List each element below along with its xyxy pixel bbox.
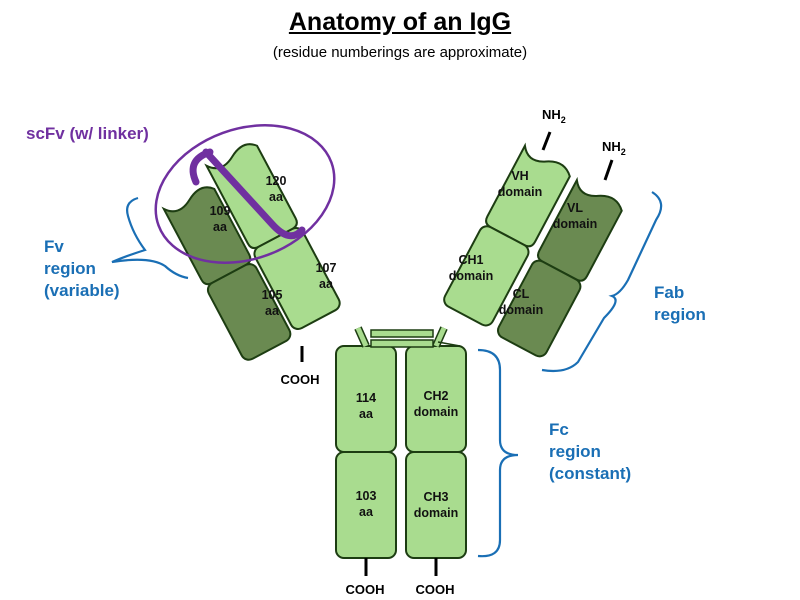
fc-label-1: Fc <box>549 420 569 439</box>
right-vl-label-1: VL <box>567 201 583 215</box>
right-ch1-label-1: CH1 <box>458 253 483 267</box>
right-cl-domain <box>496 259 582 358</box>
right-vl-nh2-label: NH2 <box>602 139 626 157</box>
right-vh-label-2: domain <box>498 185 542 199</box>
fc-right-ch3-label-1: CH3 <box>423 490 448 504</box>
right-vh-nh2-label: NH2 <box>542 107 566 125</box>
left-vl-domain <box>161 186 252 286</box>
right-cl-label-1: CL <box>513 287 530 301</box>
fc-left-ch3-label-1: 103 <box>356 489 377 503</box>
fc-left-cooh-label: COOH <box>346 582 385 597</box>
scfv-ellipse <box>154 124 336 264</box>
fc-right-ch3-label-2: domain <box>414 506 458 520</box>
fv-label-3: (variable) <box>44 281 120 300</box>
fab-brace <box>541 191 663 373</box>
right-vh-label-1: VH <box>511 169 528 183</box>
right-vl-label-2: domain <box>553 217 597 231</box>
left-ch1-label-2: aa <box>319 277 334 291</box>
fc-label-2: region <box>549 442 601 461</box>
left-cl-label-1: 105 <box>262 288 283 302</box>
left-light-chain <box>161 186 292 361</box>
fab-label-1: Fab <box>654 283 684 302</box>
fv-label-2: region <box>44 259 96 278</box>
left-vh-label-1: 120 <box>266 174 287 188</box>
diagram-subtitle: (residue numberings are approximate) <box>272 44 528 61</box>
left-cl-label-2: aa <box>265 304 280 318</box>
fc-right-ch3-domain <box>405 451 467 559</box>
right-light-chain <box>496 176 623 358</box>
fc-label-3: (constant) <box>549 464 631 483</box>
right-ch1-domain <box>443 225 530 327</box>
hinge-arrow <box>437 341 461 347</box>
fc-left-ch3-label-2: aa <box>359 505 374 519</box>
fab-label-2: region <box>654 305 706 324</box>
fc-right-cooh-label: COOH <box>416 582 455 597</box>
fc-left-ch2-label-2: aa <box>359 407 374 421</box>
right-vh-domain <box>485 142 571 248</box>
fc-right-ch2-label-1: CH2 <box>423 389 448 403</box>
left-vl-label-2: aa <box>213 220 228 234</box>
scfv-label: scFv (w/ linker) <box>26 124 149 143</box>
diagram-title: Anatomy of an IgG <box>288 8 512 36</box>
right-vh-nh2-tick <box>541 131 552 151</box>
fc-left-ch2-label-1: 114 <box>356 391 376 405</box>
right-vl-nh2-tick <box>603 159 614 181</box>
left-ch1-label-1: 107 <box>316 261 337 275</box>
left-cooh-label: COOH <box>281 372 320 387</box>
fv-brace <box>111 196 189 280</box>
right-vl-domain <box>537 176 623 282</box>
left-cl-domain <box>206 263 292 361</box>
fc-right-ch2-label-2: domain <box>414 405 458 419</box>
fv-label-1: Fv <box>44 237 64 256</box>
left-vl-label-1: 109 <box>210 204 231 218</box>
right-cl-label-2: domain <box>499 303 543 317</box>
right-fab-arm <box>443 142 571 327</box>
fc-brace <box>477 348 519 558</box>
left-ch1-domain <box>253 227 341 330</box>
right-ch1-label-2: domain <box>449 269 493 283</box>
left-vh-label-2: aa <box>269 190 284 204</box>
hinge-region <box>354 326 448 348</box>
